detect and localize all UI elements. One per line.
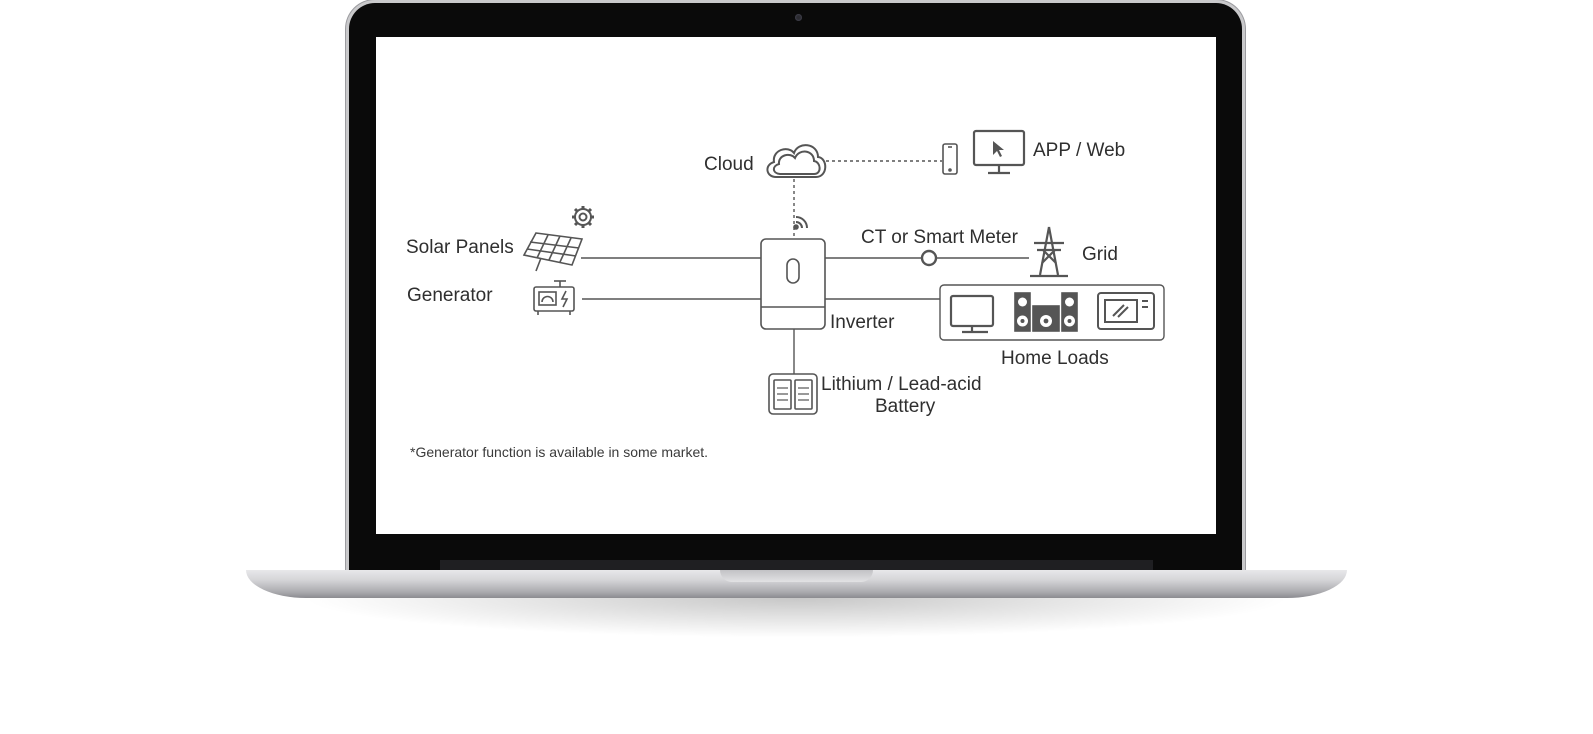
camera-icon — [795, 14, 802, 21]
laptop-notch — [720, 570, 873, 582]
meter-icon — [920, 249, 938, 267]
laptop-hinge — [440, 560, 1153, 570]
wifi-icon — [793, 216, 808, 230]
pylon-icon — [1030, 226, 1068, 278]
solar-panels-label: Solar Panels — [406, 237, 514, 258]
microwave-icon — [1097, 292, 1155, 330]
home-loads-label: Home Loads — [1001, 348, 1109, 369]
speaker-icon — [1014, 292, 1078, 332]
battery-label-line2: Battery — [875, 396, 936, 417]
app-web-label: APP / Web — [1033, 140, 1125, 161]
grid-label: Grid — [1082, 244, 1118, 265]
tv-icon — [949, 294, 995, 334]
laptop-shadow — [300, 598, 1293, 638]
generator-icon — [533, 280, 575, 315]
monitor-icon — [972, 129, 1026, 175]
gear-icon — [572, 206, 594, 228]
inverter-label: Inverter — [830, 312, 895, 333]
battery-icon — [768, 373, 818, 415]
solar-panel-icon — [522, 232, 584, 272]
ct-smart-meter-label: CT or Smart Meter — [861, 227, 1019, 248]
cloud-icon — [766, 144, 827, 178]
inverter-icon — [760, 238, 826, 330]
phone-icon — [942, 143, 958, 175]
system-diagram: Cloud APP / Web Solar Panels Generator C… — [406, 129, 1165, 460]
generator-label: Generator — [407, 285, 493, 306]
footnote: *Generator function is available in some… — [410, 444, 708, 460]
cloud-label: Cloud — [704, 154, 754, 175]
laptop-screen: Cloud APP / Web Solar Panels Generator C… — [376, 37, 1216, 534]
battery-label-line1: Lithium / Lead-acid — [821, 374, 982, 395]
